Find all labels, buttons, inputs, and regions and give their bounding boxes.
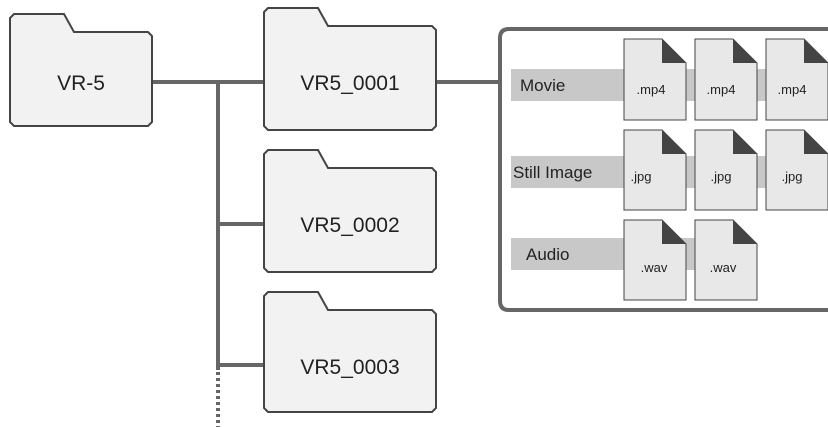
file-icon [623, 38, 687, 121]
file-extension-label: .mp4 [778, 82, 807, 97]
subfolder-vr5-0003: VR5_0003 [263, 291, 437, 413]
folder-icon [9, 13, 153, 127]
folder-icon [263, 149, 437, 273]
file-icon [694, 129, 758, 211]
folder-icon [263, 7, 437, 131]
file-icon [694, 38, 758, 121]
file-extension-label: .wav [710, 260, 737, 275]
file-icon [694, 219, 758, 301]
row-label: Movie [520, 76, 565, 95]
file-icon [623, 219, 687, 301]
still-image-row: Still Image .jpg .jpg .jpg [511, 129, 828, 211]
movie-row: Movie .mp4 .mp4 .mp4 [511, 38, 828, 121]
file-icon [765, 129, 828, 211]
connector-lines [152, 80, 500, 427]
folder-icon [263, 291, 437, 413]
root-folder-label: VR-5 [57, 72, 105, 95]
row-label: Still Image [513, 163, 592, 182]
file-icon [765, 38, 828, 121]
root-folder: VR-5 [9, 13, 153, 127]
file-icon [623, 129, 687, 211]
subfolder-vr5-0001: VR5_0001 [263, 7, 437, 131]
file-extension-label: .jpg [782, 169, 803, 184]
subfolder-label: VR5_0003 [300, 356, 399, 379]
subfolder-label: VR5_0002 [300, 214, 399, 237]
audio-row: Audio .wav .wav [511, 219, 758, 301]
subfolder-vr5-0002: VR5_0002 [263, 149, 437, 273]
file-extension-label: .jpg [631, 169, 652, 184]
file-extension-label: .mp4 [637, 82, 666, 97]
subfolder-label: VR5_0001 [300, 72, 399, 95]
row-label: Audio [526, 245, 569, 264]
contents-panel: Movie .mp4 .mp4 .mp4 Still Image [498, 27, 828, 312]
file-extension-label: .mp4 [707, 82, 736, 97]
file-extension-label: .jpg [711, 169, 732, 184]
file-extension-label: .wav [641, 260, 668, 275]
